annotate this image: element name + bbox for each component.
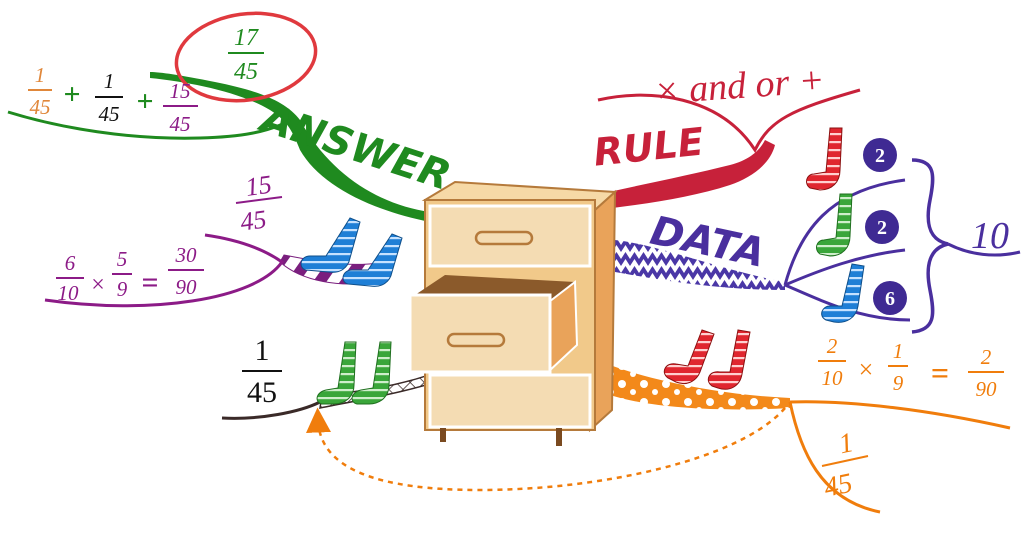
bottom-left-branch-stem bbox=[221, 400, 321, 420]
sock-icon bbox=[806, 127, 843, 191]
tl-c-den: 90 bbox=[176, 275, 198, 299]
br-c-den: 90 bbox=[976, 377, 998, 401]
data-total-stem bbox=[947, 242, 1021, 257]
cabinet-leg-left bbox=[440, 428, 446, 442]
data-sub-branch-red bbox=[783, 178, 906, 286]
sum-term-3-den: 45 bbox=[170, 112, 191, 136]
tl-times: × bbox=[91, 272, 105, 298]
count-badge-blue bbox=[873, 281, 907, 315]
rule-expression: × and or + bbox=[653, 59, 826, 113]
open-drawer-handle bbox=[446, 332, 506, 348]
answer-denominator: 45 bbox=[234, 59, 258, 85]
sock-icon bbox=[663, 329, 715, 385]
br-c-num: 2 bbox=[981, 345, 992, 369]
br-a-den: 10 bbox=[822, 366, 844, 390]
sum-term-1-num: 1 bbox=[35, 63, 46, 87]
tl-c-num: 30 bbox=[175, 243, 198, 267]
br-equals: = bbox=[931, 355, 949, 391]
socks bbox=[300, 127, 865, 405]
rule-branch-trunk bbox=[595, 140, 775, 210]
cabinet-leg-right bbox=[556, 428, 562, 446]
rule-label: RULE bbox=[591, 119, 705, 174]
br-times: × bbox=[859, 355, 874, 384]
top-left-branch-stem bbox=[44, 233, 285, 308]
count-badge-green bbox=[865, 210, 899, 244]
top-left-result-bar bbox=[235, 196, 283, 204]
count-red: 2 bbox=[875, 145, 885, 167]
sock-icon bbox=[816, 193, 853, 257]
sock-icon bbox=[351, 341, 392, 405]
br-result-bar bbox=[821, 455, 869, 467]
answer-sum-expression: 1 45 + 1 45 + 15 45 bbox=[28, 63, 198, 136]
top-left-result-den: 45 bbox=[238, 204, 268, 236]
dashed-arrow-icon bbox=[306, 407, 786, 492]
top-left-branch: 15 45 6 10 × 5 9 = 30 90 bbox=[44, 170, 386, 308]
tl-b-den: 9 bbox=[117, 277, 128, 301]
curly-brace-icon bbox=[911, 158, 949, 334]
sock-icon bbox=[821, 263, 865, 323]
answer-numerator: 17 bbox=[234, 25, 259, 51]
tl-a-num: 6 bbox=[65, 251, 76, 275]
bottom-left-den: 45 bbox=[247, 376, 277, 409]
bottom-right-branch-trunk bbox=[610, 365, 790, 410]
count-green: 2 bbox=[877, 217, 887, 239]
sock-icon bbox=[316, 341, 357, 405]
tl-equals: = bbox=[141, 266, 158, 299]
sock-icon bbox=[342, 233, 403, 287]
sock-icon bbox=[300, 217, 361, 273]
bottom-right-branch: 2 10 × 1 9 = 2 90 1 45 bbox=[610, 334, 1011, 514]
count-blue: 6 bbox=[885, 288, 895, 310]
drawer-top bbox=[428, 204, 592, 268]
br-result-den: 45 bbox=[821, 468, 855, 504]
sum-plus-2: + bbox=[136, 85, 153, 118]
data-branch-trunk bbox=[615, 240, 785, 290]
top-left-result-num: 15 bbox=[244, 170, 274, 202]
bottom-right-branch-stem bbox=[789, 400, 1011, 430]
bottom-left-num: 1 bbox=[255, 334, 270, 367]
sum-term-1-den: 45 bbox=[30, 95, 51, 119]
br-a-num: 2 bbox=[827, 334, 838, 358]
tl-b-num: 5 bbox=[117, 247, 128, 271]
drawer-cabinet-icon bbox=[408, 180, 618, 446]
br-b-num: 1 bbox=[893, 339, 904, 363]
tl-a-den: 10 bbox=[58, 281, 80, 305]
sum-term-2-den: 45 bbox=[99, 102, 120, 126]
bottom-right-sub-stem bbox=[788, 401, 881, 514]
answer-branch-stem bbox=[7, 110, 291, 140]
br-b-den: 9 bbox=[893, 371, 904, 395]
data-branch: DATA 10 2 2 6 bbox=[615, 138, 1021, 334]
sock-icon bbox=[707, 329, 751, 390]
sum-term-3-num: 15 bbox=[170, 79, 191, 103]
rule-branch-stem bbox=[597, 88, 861, 154]
highlight-circle bbox=[174, 11, 318, 103]
count-badge-red bbox=[863, 138, 897, 172]
sum-plus-1: + bbox=[63, 78, 80, 111]
circled-answer-fraction: 17 45 bbox=[174, 11, 318, 103]
drawer-bottom bbox=[428, 373, 592, 429]
br-result-num: 1 bbox=[836, 427, 856, 460]
sum-term-2-num: 1 bbox=[104, 69, 115, 93]
answer-branch-trunk bbox=[150, 72, 430, 222]
data-total: 10 bbox=[971, 215, 1009, 257]
drawer-top-handle bbox=[474, 230, 534, 246]
data-sub-branch-green bbox=[784, 248, 906, 287]
